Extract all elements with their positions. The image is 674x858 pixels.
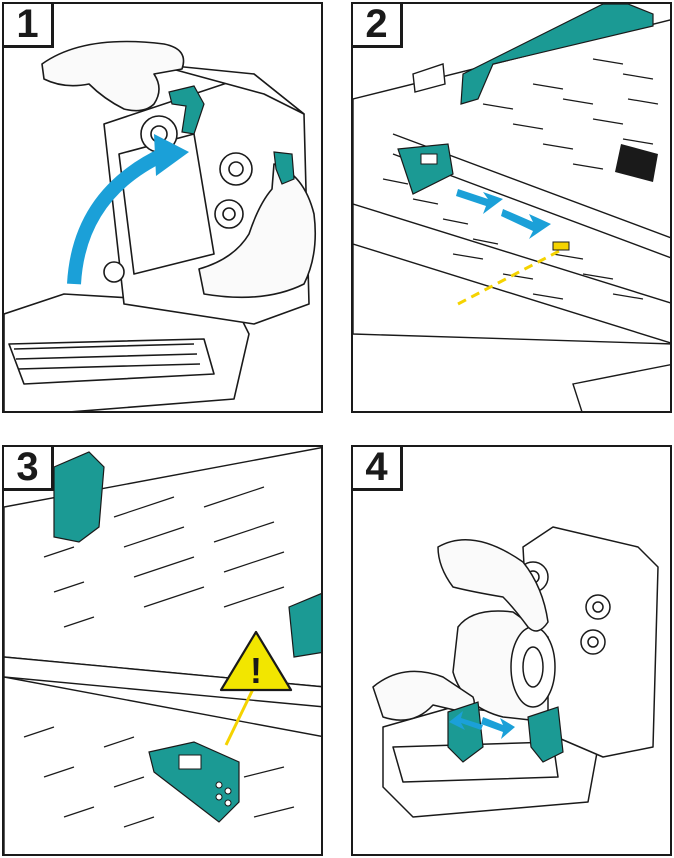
step-2-number: 2 — [353, 4, 403, 48]
arrow-curved-icon — [67, 134, 189, 285]
step-1-illustration — [4, 40, 317, 411]
platen-ribs — [23, 486, 295, 828]
warning-triangle-icon: ! — [219, 630, 293, 692]
step-4-number: 4 — [353, 447, 403, 491]
left-ribbon-lever — [168, 85, 205, 135]
step-2-illustration — [353, 4, 670, 411]
teal-arm — [460, 4, 654, 105]
step-1-panel: 1 — [2, 2, 323, 413]
teal-arm — [53, 451, 105, 543]
warning-symbol: ! — [250, 650, 262, 691]
step-4-panel: 4 — [351, 445, 672, 856]
step-3-panel: 3 ! — [2, 445, 323, 856]
step-3-illustration: ! — [4, 447, 321, 854]
sensor-carriage — [397, 143, 454, 195]
sensor-guide-line — [457, 247, 564, 306]
arrow-double-icon — [449, 711, 515, 739]
step-1-number: 1 — [4, 4, 54, 48]
right-media-guide — [527, 706, 564, 763]
sensor-carriage — [148, 741, 240, 823]
step-2-panel: 2 — [351, 2, 672, 413]
right-ribbon-lever — [273, 151, 295, 185]
step-4-illustration — [372, 526, 659, 818]
arrow-double-icon — [456, 189, 551, 239]
platen-ribs — [382, 58, 659, 300]
step-3-number: 3 — [4, 447, 54, 491]
